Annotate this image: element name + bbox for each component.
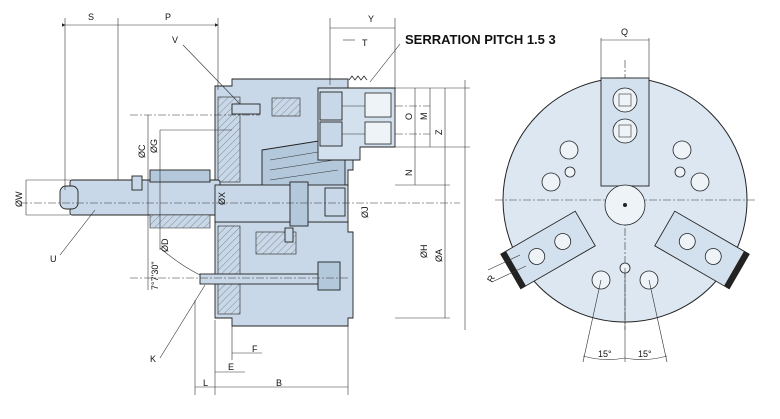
label-Q: Q	[621, 27, 628, 37]
label-H: ØH	[419, 245, 429, 259]
mount-bolt-top	[231, 103, 261, 115]
draw-tube	[69, 179, 221, 216]
hatch-lower	[217, 225, 241, 315]
section-view	[20, 18, 470, 395]
leader-K	[159, 284, 206, 359]
label-E: E	[228, 362, 234, 372]
hatch-upper	[217, 96, 241, 183]
label-G: ØG	[149, 139, 159, 153]
leader-V	[182, 44, 241, 105]
label-A: ØA	[434, 249, 444, 262]
label-O: O	[404, 113, 414, 120]
label-V: V	[172, 35, 178, 45]
leader-serration	[369, 43, 401, 83]
label-S: S	[88, 12, 94, 22]
mount-hole-3	[672, 140, 692, 160]
mount-hole-4	[690, 172, 710, 192]
top-jaw-bolt-2	[612, 118, 638, 144]
label-U: U	[50, 254, 57, 264]
label-C: ØC	[137, 144, 147, 158]
bore-flange	[289, 181, 309, 227]
label-P: P	[165, 12, 171, 22]
label-D: ØD	[160, 238, 170, 252]
serration-teeth	[348, 75, 368, 81]
pin-right	[674, 166, 686, 178]
label-R: R	[485, 273, 497, 284]
lower-right-jaw	[654, 210, 750, 290]
jaw-nut-2	[364, 121, 392, 145]
hatch-top-mid	[271, 97, 301, 117]
label-L: L	[203, 378, 208, 388]
label-K: K	[150, 354, 156, 364]
label-X: ØX	[217, 192, 227, 205]
label-angle-left: 15°	[598, 349, 612, 359]
mount-hole-1	[559, 140, 579, 160]
lower-left-jaw	[500, 210, 596, 290]
lower-pin	[284, 227, 294, 243]
label-M: M	[419, 113, 429, 121]
bore-end	[324, 187, 346, 217]
lower-jaw-nut	[317, 261, 341, 291]
pin-left	[564, 166, 576, 178]
label-angle-right: 15°	[638, 349, 652, 359]
top-jaw-bolt-1	[612, 87, 638, 113]
leader-U	[59, 209, 96, 256]
mount-bolt-bottom	[199, 273, 331, 285]
front-view	[487, 38, 755, 363]
jaw-bolt-head-1	[319, 91, 343, 121]
label-T: T	[362, 38, 368, 48]
label-F: F	[252, 344, 258, 354]
setscrew	[131, 175, 143, 191]
label-Z: Z	[434, 129, 444, 135]
tube-collar	[149, 169, 211, 183]
jaw-bolt-head-2	[319, 121, 343, 147]
mount-hole-2	[541, 172, 561, 192]
label-angle: 7°7'30"	[150, 261, 160, 290]
label-J: ØJ	[360, 206, 370, 218]
label-B: B	[276, 378, 282, 388]
label-N: N	[404, 170, 414, 177]
draw-tube-end	[59, 185, 79, 210]
label-W: ØW	[14, 191, 24, 207]
serration-title: SERRATION PITCH 1.5 3	[405, 32, 556, 47]
spring-hatch	[149, 214, 211, 229]
label-Y: Y	[368, 14, 374, 24]
jaw-nut-1	[364, 92, 392, 118]
